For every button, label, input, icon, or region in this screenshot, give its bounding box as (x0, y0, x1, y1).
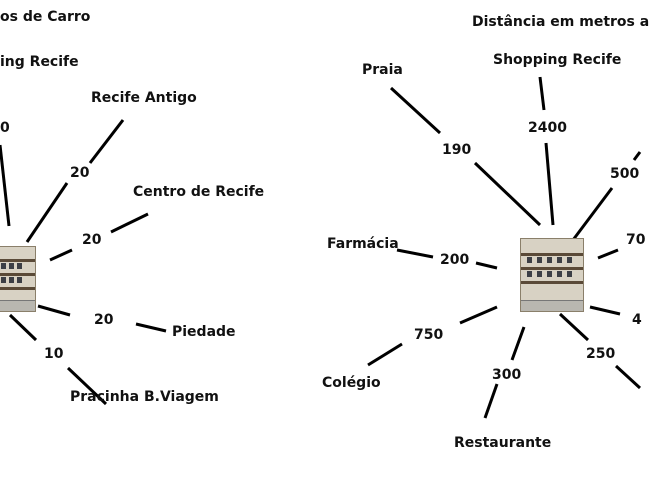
right-distance-sse: 250 (586, 346, 616, 362)
connector-left-centro-2 (49, 248, 73, 262)
connector-right-farmacia-2 (475, 261, 498, 270)
connector-right-e (597, 248, 619, 260)
connector-right-farmacia (396, 248, 434, 259)
hotel-building-left (0, 246, 36, 312)
connector-right-sse-2 (614, 364, 642, 390)
right-distance-restaurante: 300 (492, 367, 522, 383)
connector-right-restaurante-2 (510, 326, 526, 361)
connector-left-piedade (37, 304, 71, 317)
right-place-colegio: Colégio (322, 375, 381, 391)
hotel-building-right (520, 238, 584, 312)
right-place-restaurante: Restaurante (454, 435, 552, 451)
connector-left-centro (110, 212, 149, 234)
connector-right-shopping (538, 76, 546, 111)
left-place-centro: Centro de Recife (133, 184, 265, 200)
connector-right-colegio (367, 342, 403, 367)
connector-left-piedade-2 (135, 322, 167, 333)
left-place-recife-antigo: Recife Antigo (91, 90, 197, 106)
left-place-pracinha: Pracinha B.Viagem (70, 389, 219, 405)
connector-right-ne (632, 151, 642, 161)
connector-right-colegio-2 (459, 305, 498, 325)
right-place-praia: Praia (362, 62, 403, 78)
right-place-farmacia: Farmácia (327, 236, 399, 252)
connector-left-pracinha-2 (66, 366, 108, 406)
right-distance-praia: 190 (442, 142, 472, 158)
left-distance-pracinha: 10 (44, 346, 64, 362)
connector-right-praia-2 (473, 161, 542, 227)
connector-left-pracinha (8, 313, 38, 342)
right-title: Distância em metros a (472, 14, 649, 30)
left-place-piedade: Piedade (172, 324, 236, 340)
right-distance-shopping: 2400 (528, 120, 567, 136)
left-distance-centro: 20 (82, 232, 102, 248)
connector-right-sse (558, 312, 590, 342)
connector-right-shopping-2 (544, 142, 555, 226)
left-distance-piedade: 20 (94, 312, 114, 328)
connector-right-se (589, 305, 621, 316)
connector-right-ne-2 (571, 187, 614, 241)
left-title: os de Carro (0, 9, 91, 25)
left-distance-recife-antigo: 20 (70, 165, 90, 181)
connector-left-recife-antigo-2 (25, 182, 69, 243)
left-place-shopping: ing Recife (0, 54, 79, 70)
right-distance-e: 70 (626, 232, 646, 248)
right-distance-colegio: 750 (414, 327, 444, 343)
connector-right-praia (389, 86, 442, 135)
connector-left-recife-antigo (88, 119, 125, 164)
right-place-shopping: Shopping Recife (493, 52, 622, 68)
right-distance-ne: 500 (610, 166, 640, 182)
left-distance-shopping: 0 (0, 120, 10, 136)
connector-left-shopping (0, 144, 11, 227)
right-distance-farmacia: 200 (440, 252, 470, 268)
right-distance-se: 4 (632, 312, 642, 328)
connector-right-restaurante (483, 383, 499, 419)
